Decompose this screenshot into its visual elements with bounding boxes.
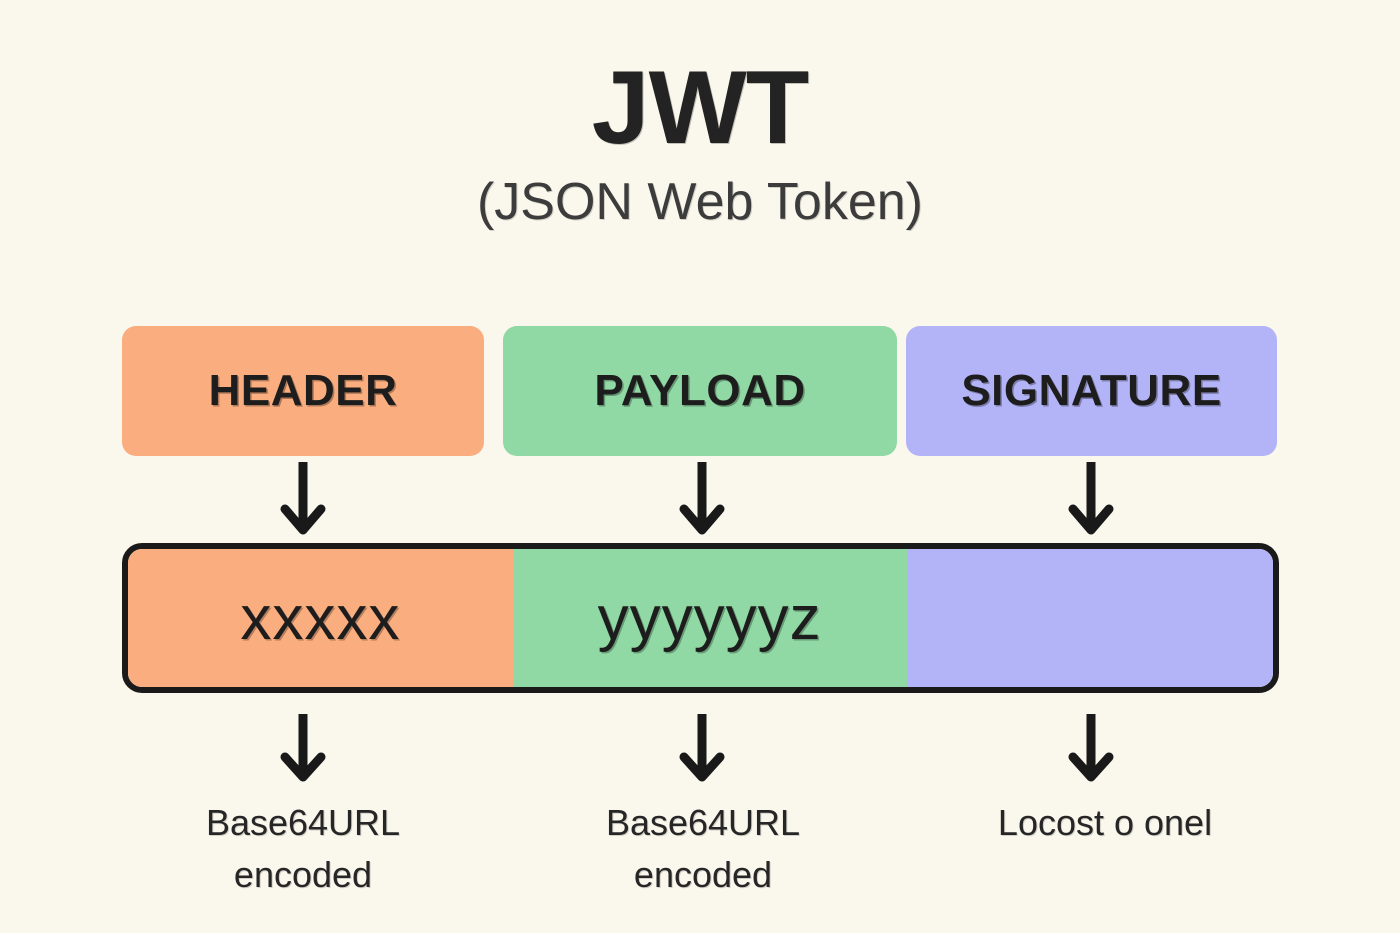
caption-header: Base64URL encoded bbox=[143, 797, 463, 901]
part-label-payload: PAYLOAD bbox=[594, 366, 806, 415]
arrow-down-icon bbox=[679, 462, 725, 536]
arrow-down-icon bbox=[1068, 714, 1114, 782]
token-segment-header-text: xxxxx bbox=[240, 583, 401, 653]
part-box-payload[interactable]: PAYLOAD bbox=[503, 326, 897, 456]
caption-signature: Locost o onel bbox=[940, 797, 1270, 849]
token-segment-payload[interactable]: yyyyyyz bbox=[512, 549, 907, 687]
arrow-down-icon bbox=[679, 714, 725, 782]
caption-header-line1: Base64URL bbox=[205, 802, 401, 843]
page-subtitle: (JSON Web Token) bbox=[476, 173, 923, 232]
token-segment-header[interactable]: xxxxx bbox=[128, 549, 513, 687]
jwt-token-bar[interactable]: xxxxx yyyyyyz bbox=[122, 543, 1279, 693]
arrow-down-icon bbox=[280, 714, 326, 782]
arrow-down-icon bbox=[280, 462, 326, 536]
token-segment-payload-text: yyyyyyz bbox=[597, 583, 822, 653]
caption-header-line2: encoded bbox=[233, 854, 373, 896]
part-box-signature[interactable]: SIGNATURE bbox=[906, 326, 1277, 456]
caption-payload-line2: encoded bbox=[633, 854, 773, 896]
caption-signature-line1: Locost o onel bbox=[997, 802, 1213, 843]
title-block: JWT (JSON Web Token) bbox=[0, 52, 1400, 235]
caption-payload-line1: Base64URL bbox=[605, 802, 801, 843]
page-title: JWT bbox=[591, 50, 810, 166]
token-segment-signature[interactable] bbox=[906, 549, 1273, 687]
caption-payload: Base64URL encoded bbox=[543, 797, 863, 901]
arrow-down-icon bbox=[1068, 462, 1114, 536]
part-label-signature: SIGNATURE bbox=[961, 366, 1222, 415]
part-label-header: HEADER bbox=[208, 366, 398, 415]
part-box-header[interactable]: HEADER bbox=[122, 326, 484, 456]
